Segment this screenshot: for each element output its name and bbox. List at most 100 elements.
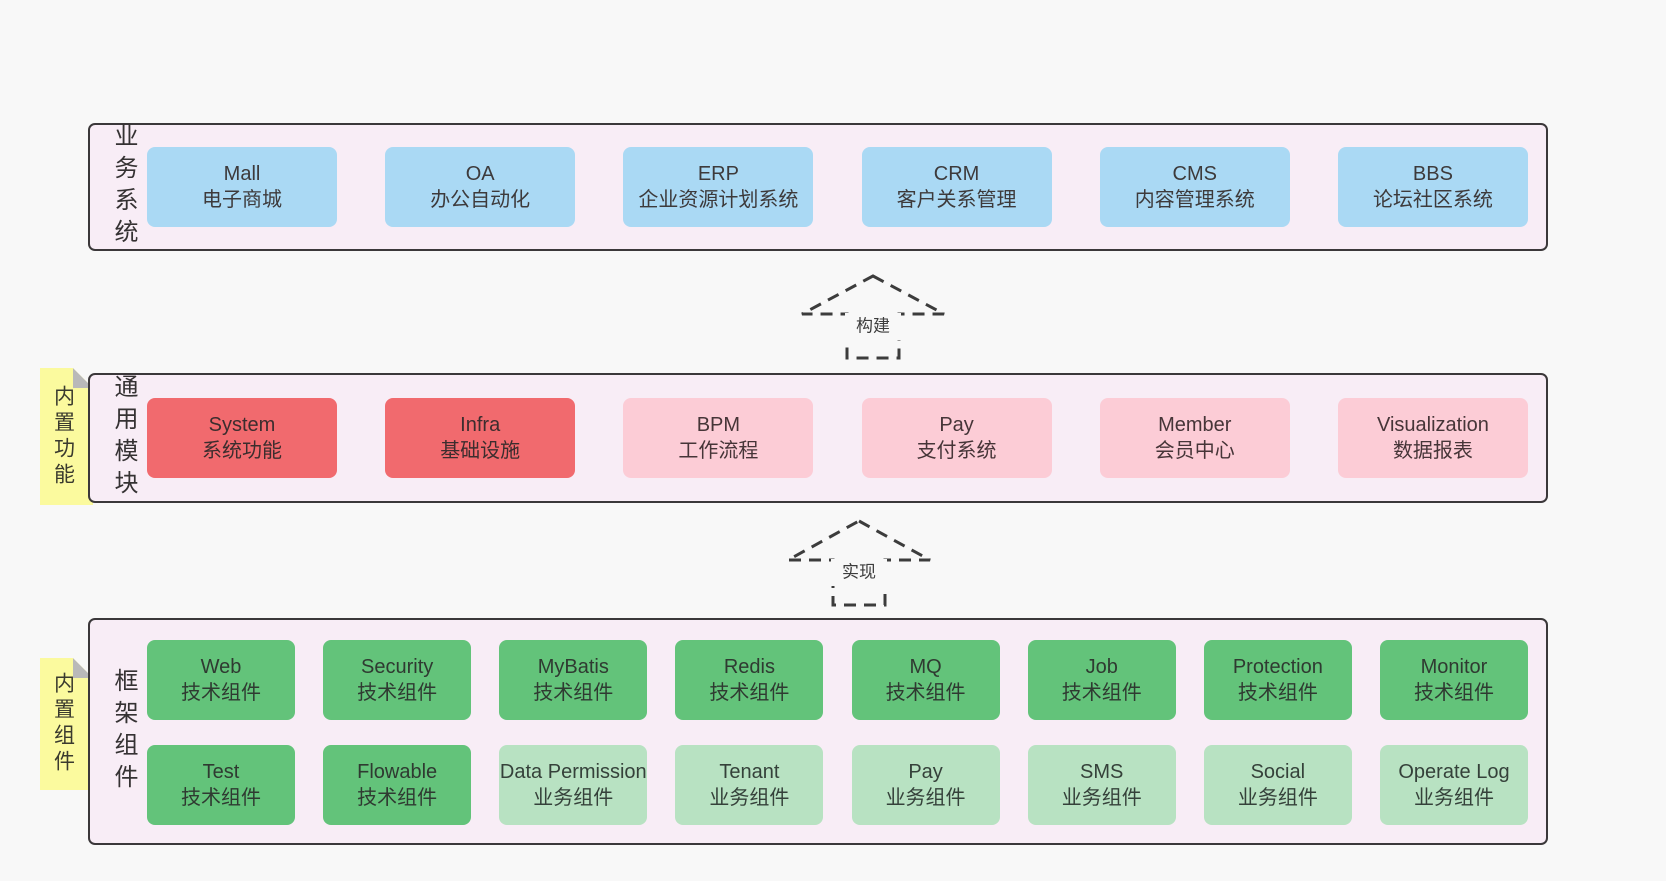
implement-arrow-label: 实现 [842,563,876,582]
note-built-in-components: 内置组件 [40,658,93,790]
box-system: System 系统功能 [147,398,337,478]
note-built-in-functions-label: 内置功能 [51,384,75,489]
layer-common-modules: 通用模块 System 系统功能 Infra 基础设施 BPM 工作流程 Pay… [88,373,1548,503]
build-arrow: 构建 [800,274,946,360]
box-sms: SMS 业务组件 [1027,745,1176,825]
box-subtitle: 业务组件 [709,787,790,809]
box-title: Data Permission [499,761,647,783]
box-erp: ERP 企业资源计划系统 [623,147,814,227]
box-mall: Mall 电子商城 [147,147,337,227]
box-subtitle: 技术组件 [1237,682,1318,704]
box-subtitle: 客户关系管理 [896,189,1017,211]
box-protection: Protection 技术组件 [1203,640,1352,720]
box-title: Test [202,761,240,783]
box-subtitle: 技术组件 [357,682,438,704]
common-modules-row: System 系统功能 Infra 基础设施 BPM 工作流程 Pay 支付系统… [147,375,1528,501]
box-title: CMS [1172,163,1217,185]
box-data-permission: Data Permission 业务组件 [499,745,648,825]
box-infra: Infra 基础设施 [385,398,576,478]
box-member: Member 会员中心 [1099,398,1290,478]
box-title: ERP [697,163,739,185]
box-subtitle: 会员中心 [1154,440,1235,462]
box-subtitle: 业务组件 [533,787,614,809]
box-subtitle: 系统功能 [202,440,282,462]
box-subtitle: 技术组件 [1413,682,1494,704]
box-title: BBS [1412,163,1453,185]
box-subtitle: 业务组件 [885,787,966,809]
box-subtitle: 工作流程 [678,440,759,462]
arrow-up-icon: 构建 [801,274,945,360]
box-monitor: Monitor 技术组件 [1379,640,1528,720]
note-built-in-functions: 内置功能 [40,368,93,505]
box-test: Test 技术组件 [147,745,295,825]
box-subtitle: 企业资源计划系统 [638,189,799,211]
box-subtitle: 支付系统 [916,440,997,462]
box-subtitle: 技术组件 [181,787,261,809]
box-subtitle: 论坛社区系统 [1372,189,1493,211]
box-title: MyBatis [537,656,609,678]
box-subtitle: 技术组件 [181,682,261,704]
framework-components-row-2: Test 技术组件 Flowable 技术组件 Data Permission … [147,745,1528,825]
note-built-in-components-label: 内置组件 [51,672,75,776]
box-subtitle: 技术组件 [357,787,438,809]
layer-business-systems: 业务系统 Mall 电子商城 OA 办公自动化 ERP 企业资源计划系统 CRM… [88,123,1548,251]
box-oa: OA 办公自动化 [385,147,576,227]
build-arrow-label: 构建 [856,317,890,336]
box-title: Protection [1232,656,1323,678]
box-subtitle: 技术组件 [885,682,966,704]
box-subtitle: 业务组件 [1237,787,1318,809]
box-title: Redis [723,656,775,678]
box-operate-log: Operate Log 业务组件 [1379,745,1528,825]
business-systems-row: Mall 电子商城 OA 办公自动化 ERP 企业资源计划系统 CRM 客户关系… [147,125,1528,249]
box-security: Security 技术组件 [323,640,472,720]
box-title: Visualization [1376,414,1489,436]
box-subtitle: 业务组件 [1061,787,1142,809]
box-title: Social [1250,761,1306,783]
implement-arrow: 实现 [786,519,932,607]
box-mq: MQ 技术组件 [851,640,1000,720]
box-subtitle: 基础设施 [440,440,521,462]
box-crm: CRM 客户关系管理 [861,147,1052,227]
box-redis: Redis 技术组件 [675,640,824,720]
box-pay-component: Pay 业务组件 [851,745,1000,825]
box-subtitle: 技术组件 [533,682,614,704]
box-subtitle: 技术组件 [709,682,790,704]
layer-business-systems-label: 业务系统 [110,123,137,251]
box-visualization: Visualization 数据报表 [1337,398,1528,478]
box-flowable: Flowable 技术组件 [323,745,472,825]
box-title: Pay [939,414,974,436]
layer-framework-components: 框架组件 Web 技术组件 Security 技术组件 MyBatis 技术组件… [88,618,1548,845]
box-title: OA [465,163,495,185]
box-title: Flowable [357,761,438,783]
box-title: SMS [1080,761,1124,783]
layer-framework-components-label: 框架组件 [110,667,137,796]
box-cms: CMS 内容管理系统 [1099,147,1290,227]
box-title: Mall [223,163,261,185]
box-subtitle: 技术组件 [1061,682,1142,704]
box-title: Operate Log [1398,761,1510,783]
box-social: Social 业务组件 [1203,745,1352,825]
box-title: System [208,414,276,436]
box-web: Web 技术组件 [147,640,295,720]
arrow-up-icon: 实现 [787,519,931,607]
box-job: Job 技术组件 [1027,640,1176,720]
box-subtitle: 业务组件 [1413,787,1494,809]
box-subtitle: 内容管理系统 [1134,189,1255,211]
box-title: CRM [933,163,980,185]
box-tenant: Tenant 业务组件 [675,745,824,825]
box-title: MQ [909,656,942,678]
box-title: Security [361,656,434,678]
box-subtitle: 数据报表 [1392,440,1473,462]
box-title: Tenant [719,761,780,783]
box-mybatis: MyBatis 技术组件 [499,640,648,720]
box-title: Pay [908,761,943,783]
box-title: Job [1085,656,1118,678]
box-title: Infra [460,414,501,436]
box-pay-module: Pay 支付系统 [861,398,1052,478]
box-title: BPM [696,414,741,436]
box-subtitle: 电子商城 [202,189,282,211]
layer-common-modules-label: 通用模块 [110,374,137,502]
box-title: Monitor [1420,656,1488,678]
box-title: Web [200,656,242,678]
box-bpm: BPM 工作流程 [623,398,814,478]
